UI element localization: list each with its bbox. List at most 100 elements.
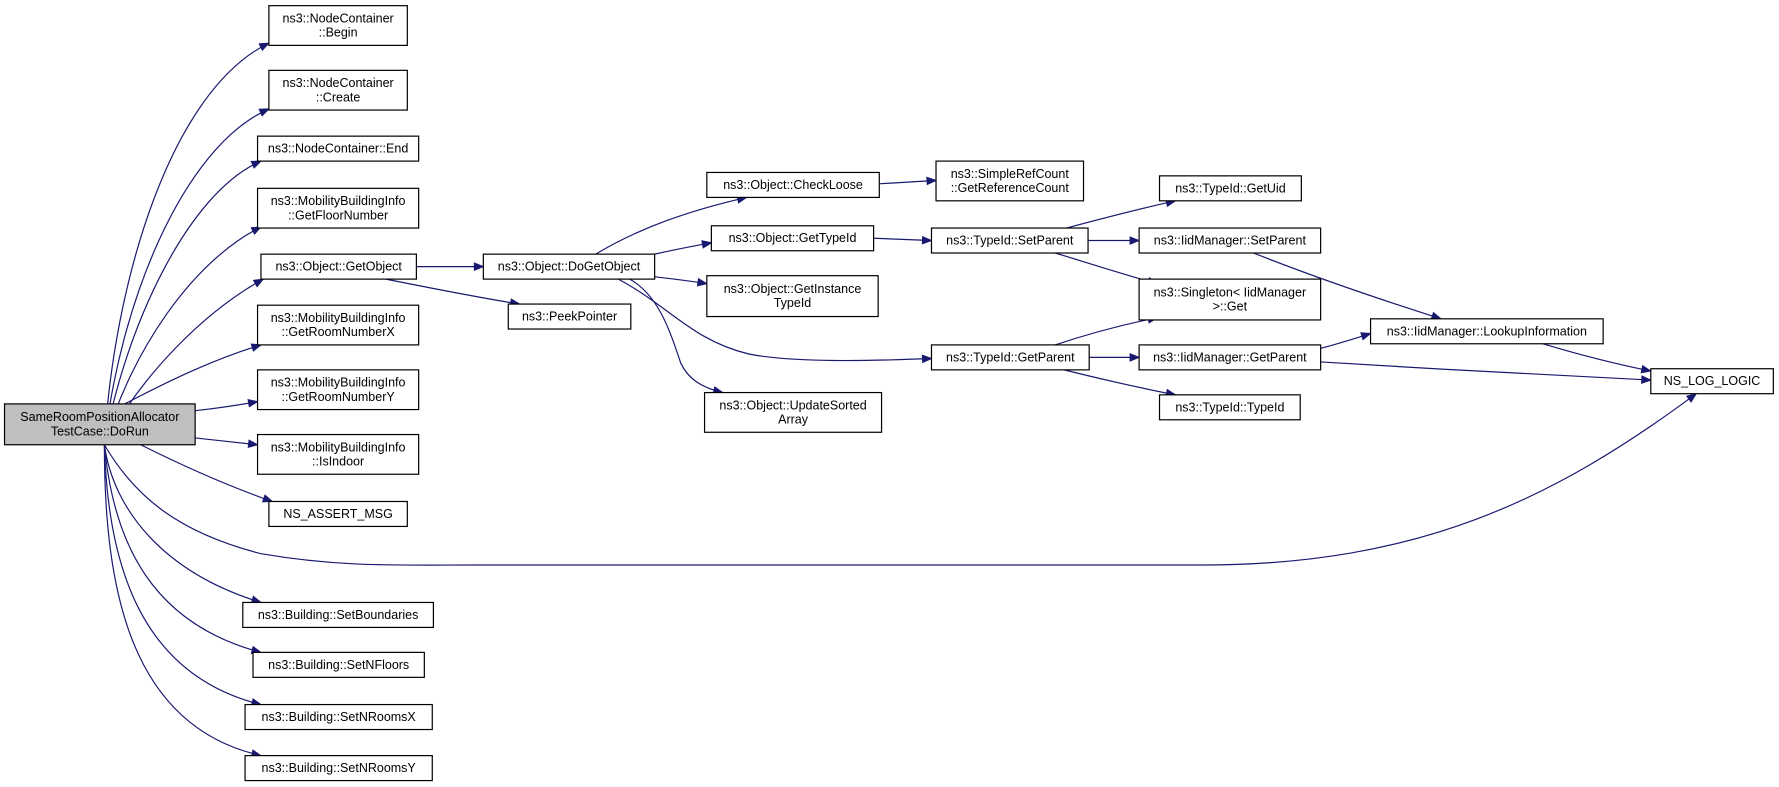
node-box [706, 275, 879, 318]
edge-iid-getparent-to-iid-lookup [1320, 332, 1372, 349]
node-mbi-floor[interactable]: ns3::MobilityBuildingInfo::GetFloorNumbe… [256, 187, 420, 229]
node-box [244, 755, 433, 782]
edge-tid-setparent-to-iid-setparent [1088, 236, 1141, 245]
node-label: ::Begin [319, 26, 358, 40]
arrow-head [1129, 236, 1141, 245]
arrow-head [1640, 364, 1653, 374]
function-nodes: SameRoomPositionAllocatorTestCase::DoRun… [3, 5, 1774, 782]
node-obj-gettypeid[interactable]: ns3::Object::GetTypeId [710, 225, 875, 252]
arrow-head [473, 262, 485, 271]
edge-iid-lookup-to-ns-log-logic [1542, 343, 1653, 374]
arrow-head [250, 160, 263, 169]
edge-line [103, 444, 262, 706]
node-obj-dogetobject[interactable]: ns3::Object::DoGetObject [482, 253, 656, 280]
node-label: ns3::IidManager::SetParent [1154, 234, 1307, 248]
node-b-bounds[interactable]: ns3::Building::SetBoundaries [242, 601, 435, 629]
node-mbi-roomy[interactable]: ns3::MobilityBuildingInfo::GetRoomNumber… [256, 369, 420, 411]
node-tid-setparent[interactable]: ns3::TypeId::SetParent [930, 227, 1089, 254]
node-iid-getparent[interactable]: ns3::IidManager::GetParent [1138, 344, 1322, 371]
node-obj-checkloose[interactable]: ns3::Object::CheckLoose [706, 171, 880, 199]
node-box [256, 187, 420, 229]
node-label: ::GetRoomNumberX [281, 325, 395, 339]
arrow-head [250, 226, 263, 236]
arrow-head [921, 235, 933, 245]
node-b-nroomsy[interactable]: ns3::Building::SetNRoomsY [244, 755, 433, 782]
node-box [1158, 175, 1302, 202]
node-box [1138, 278, 1322, 321]
node-iid-lookup[interactable]: ns3::IidManager::LookupInformation [1369, 318, 1604, 345]
node-src-getrefcount[interactable]: ns3::SimpleRefCount::GetReferenceCount [935, 160, 1085, 202]
arrow-head [258, 42, 271, 52]
edge-line [124, 344, 262, 405]
edge-tid-setparent-to-tid-getuid [1066, 198, 1177, 229]
edge-line [103, 444, 262, 757]
node-box [482, 253, 656, 280]
arrow-head [696, 277, 709, 287]
edge-root-to-ns-log-logic [103, 392, 1698, 566]
node-ns-log-logic[interactable]: NS_LOG_LOGIC [1650, 368, 1774, 395]
edge-obj-gettypeid-to-tid-setparent [873, 235, 933, 245]
edge-line [103, 393, 1697, 566]
edge-root-to-ns-assert [140, 444, 274, 503]
node-label: ns3::NodeContainer::End [268, 142, 408, 156]
node-tid-getparent[interactable]: ns3::TypeId::GetParent [930, 344, 1090, 371]
edge-line [618, 278, 932, 362]
edge-line [1064, 369, 1176, 396]
node-label: ns3::Object::UpdateSorted [719, 398, 866, 412]
edge-line [873, 237, 932, 242]
node-box [1158, 394, 1301, 421]
arrow-head [1641, 375, 1653, 384]
edge-line [385, 278, 520, 305]
node-nc-begin[interactable]: ns3::NodeContainer::Begin [268, 5, 408, 46]
node-label: ::GetReferenceCount [951, 181, 1070, 195]
node-mbi-indoor[interactable]: ns3::MobilityBuildingInfo::IsIndoor [256, 433, 420, 475]
node-label: ns3::MobilityBuildingInfo [271, 311, 406, 325]
node-peekpointer[interactable]: ns3::PeekPointer [507, 303, 632, 330]
edge-line [1253, 252, 1442, 320]
edge-tid-getparent-to-tid-typeid [1064, 369, 1177, 398]
node-box [256, 369, 420, 411]
node-tid-getuid[interactable]: ns3::TypeId::GetUid [1158, 175, 1302, 202]
node-tid-typeid[interactable]: ns3::TypeId::TypeId [1158, 394, 1301, 421]
node-label: ns3::Building::SetNFloors [268, 658, 409, 672]
edge-obj-dogetobject-to-obj-gettypeid [654, 240, 713, 255]
node-obj-getobject[interactable]: ns3::Object::GetObject [260, 253, 417, 280]
node-label: ::Create [316, 90, 361, 104]
node-label: >::Get [1213, 300, 1248, 314]
node-label: ns3::Singleton< IidManager [1154, 285, 1307, 299]
node-iid-setparent[interactable]: ns3::IidManager::SetParent [1138, 227, 1322, 254]
node-b-nfloors[interactable]: ns3::Building::SetNFloors [252, 651, 425, 678]
node-ns-assert[interactable]: NS_ASSERT_MSG [268, 500, 408, 528]
node-box [256, 135, 420, 162]
node-b-nroomsx[interactable]: ns3::Building::SetNRoomsX [244, 703, 433, 731]
node-label: ns3::TypeId::TypeId [1175, 400, 1284, 414]
node-label: ns3::Building::SetBoundaries [258, 608, 419, 622]
node-label: ::IsIndoor [312, 454, 364, 468]
node-box [3, 403, 196, 446]
node-label: ns3::TypeId::GetParent [946, 350, 1075, 364]
node-label: ::GetRoomNumberY [281, 390, 395, 404]
edge-root-to-mbi-roomx [124, 343, 263, 405]
node-label: ns3::TypeId::SetParent [946, 234, 1074, 248]
node-label: ns3::Building::SetNRoomsY [262, 761, 417, 775]
node-label: ns3::Object::CheckLoose [723, 178, 863, 192]
node-box [706, 171, 880, 199]
node-mbi-roomx[interactable]: ns3::MobilityBuildingInfo::GetRoomNumber… [256, 304, 420, 346]
node-label: ns3::SimpleRefCount [951, 167, 1070, 181]
node-label: NS_ASSERT_MSG [283, 507, 393, 521]
arrow-head [1129, 353, 1141, 362]
node-box [1650, 368, 1774, 395]
node-label: TypeId [774, 296, 812, 310]
node-label: ns3::MobilityBuildingInfo [271, 194, 406, 208]
edge-line [1542, 343, 1651, 372]
node-nc-create[interactable]: ns3::NodeContainer::Create [268, 69, 408, 111]
edge-line [103, 444, 262, 604]
node-box [268, 69, 408, 111]
node-label: ns3::Object::GetTypeId [729, 231, 857, 245]
node-singleton-get[interactable]: ns3::Singleton< IidManager >::Get [1138, 278, 1322, 321]
arrow-head [1360, 332, 1372, 341]
node-nc-end[interactable]: ns3::NodeContainer::End [256, 135, 420, 162]
